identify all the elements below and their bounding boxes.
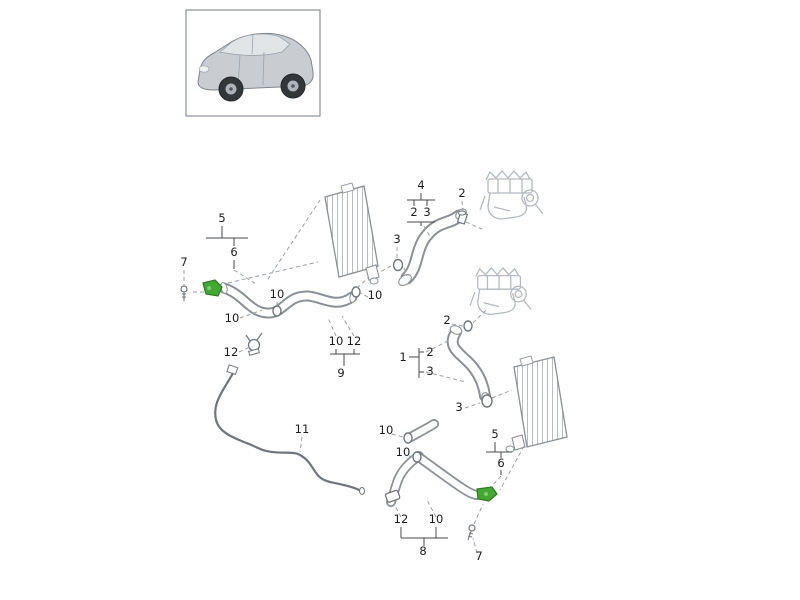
callout-12-center[interactable]: 12 xyxy=(347,334,362,348)
callout-3-center[interactable]: 3 xyxy=(393,232,400,246)
callout-6-left[interactable]: 6 xyxy=(230,245,237,259)
callout-10-e[interactable]: 10 xyxy=(225,311,240,325)
callout-labels: 5 6 7 10 10 10 12 10 12 9 11 4 2 3 2 3 2… xyxy=(180,178,504,563)
seal-ring-10-d xyxy=(412,451,422,463)
seal-ring-10-b xyxy=(351,286,361,298)
leader-lines xyxy=(183,199,525,554)
callout-6-right[interactable]: 6 xyxy=(497,456,504,470)
callout-2-top[interactable]: 2 xyxy=(458,186,465,200)
callout-3-sub1[interactable]: 3 xyxy=(426,364,433,378)
right-cooler xyxy=(505,355,568,453)
seal-ring-3-center xyxy=(392,258,404,272)
seal-ring-2-mid xyxy=(463,320,473,332)
callout-2-mid[interactable]: 2 xyxy=(443,313,450,327)
seal-ring-10-a xyxy=(272,305,282,317)
callout-7-right[interactable]: 7 xyxy=(475,549,482,563)
seal-ring-3-right xyxy=(481,394,493,408)
hose-1 xyxy=(446,325,491,404)
callout-1[interactable]: 1 xyxy=(399,350,406,364)
highlighted-connector-left[interactable] xyxy=(202,279,223,297)
callout-11[interactable]: 11 xyxy=(295,422,310,436)
callout-5-right[interactable]: 5 xyxy=(491,427,498,441)
callout-10-c[interactable]: 10 xyxy=(379,423,394,437)
callout-3-right[interactable]: 3 xyxy=(455,400,462,414)
callout-2-sub4[interactable]: 2 xyxy=(410,205,417,219)
valve-12-left xyxy=(245,332,263,356)
vehicle-illustration xyxy=(197,32,314,102)
screw-7-right xyxy=(467,524,476,541)
callout-10-bottom[interactable]: 10 xyxy=(429,512,444,526)
bolt-2-top xyxy=(456,210,469,225)
clamp-12-bottom xyxy=(384,489,401,503)
hose-9 xyxy=(218,282,358,319)
cooler-outlet-stub xyxy=(365,264,380,281)
cooler-inlet-stub xyxy=(511,434,526,451)
callout-8[interactable]: 8 xyxy=(419,544,426,558)
callout-7-left[interactable]: 7 xyxy=(180,255,187,269)
center-cooler xyxy=(324,182,380,285)
callout-brackets xyxy=(206,193,512,546)
callout-10-a[interactable]: 10 xyxy=(270,287,285,301)
callout-4[interactable]: 4 xyxy=(417,178,424,192)
callout-10-center[interactable]: 10 xyxy=(329,334,344,348)
callout-12-bottom[interactable]: 12 xyxy=(394,512,409,526)
engine-assembly-top xyxy=(479,170,544,220)
hose-4 xyxy=(398,208,467,287)
callout-9[interactable]: 9 xyxy=(337,366,344,380)
screw-7-left xyxy=(180,285,188,301)
highlighted-connector-right[interactable] xyxy=(476,486,498,502)
engine-assembly-mid xyxy=(469,267,532,316)
callout-10-d[interactable]: 10 xyxy=(396,445,411,459)
callout-3-sub4[interactable]: 3 xyxy=(423,205,430,219)
seal-ring-10-c xyxy=(403,432,413,444)
callout-10-b[interactable]: 10 xyxy=(368,288,383,302)
callout-5-left[interactable]: 5 xyxy=(218,211,225,225)
pipe-11 xyxy=(214,364,365,495)
callout-2-sub1[interactable]: 2 xyxy=(426,345,433,359)
callout-12-left[interactable]: 12 xyxy=(224,345,239,359)
vehicle-thumbnail xyxy=(185,9,321,117)
